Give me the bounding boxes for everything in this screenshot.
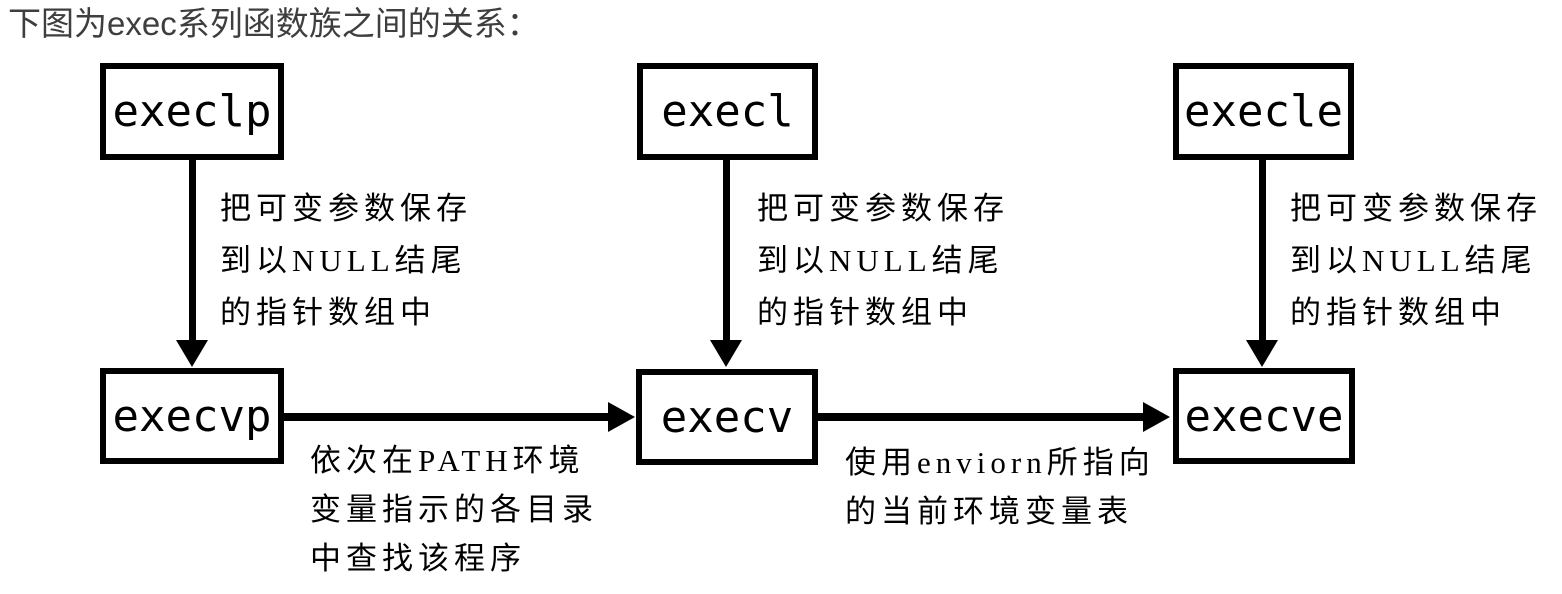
edge-label-line: 把可变参数保存 [220,191,472,226]
arrowhead-right-icon [1143,402,1170,432]
arrowhead-down-icon [176,340,208,367]
edge-label-line: 变量指示的各目录 [310,492,598,527]
edge-label-execlp-execvp: 把可变参数保存 到以NULL结尾 的指针数组中 [220,183,472,339]
edge-label-line: 的当前环境变量表 [845,494,1133,529]
arrowhead-right-icon [608,402,635,432]
node-execvp-label: execvp [112,390,272,442]
arrowhead-down-icon [1246,340,1278,367]
node-execle-label: execle [1184,86,1343,137]
node-execv-label: execv [660,391,794,443]
arrow-shaft [189,160,196,342]
edge-label-line: 的指针数组中 [757,295,973,330]
arrow-shaft [818,413,1144,421]
edge-label-execv-execve: 使用enviorn所指向 的当前环境变量表 [845,438,1155,536]
arrow-shaft [284,413,610,421]
node-execvp: execvp [100,368,284,464]
arrowhead-down-icon [710,340,742,367]
edge-label-line: 把可变参数保存 [1290,191,1542,226]
edge-label-line: 的指针数组中 [1290,295,1506,330]
edge-label-execvp-execv: 依次在PATH环境 变量指示的各目录 中查找该程序 [310,436,598,583]
edge-label-line: 到以NULL结尾 [220,243,467,278]
edge-label-line: 依次在PATH环境 [310,443,585,478]
node-execlp: execlp [100,63,284,160]
edge-label-line: 到以NULL结尾 [757,243,1004,278]
edge-label-line: 把可变参数保存 [757,191,1009,226]
node-execl-label: execl [661,86,794,137]
edge-label-execl-execv: 把可变参数保存 到以NULL结尾 的指针数组中 [757,183,1009,339]
edge-label-execle-execve: 把可变参数保存 到以NULL结尾 的指针数组中 [1290,183,1542,339]
node-execve-label: execve [1184,390,1344,442]
node-execve: execve [1173,368,1355,464]
node-execv: execv [636,369,818,465]
node-execlp-label: execlp [112,86,272,137]
node-execle: execle [1173,63,1354,160]
node-execl: execl [637,63,818,160]
edge-label-line: 到以NULL结尾 [1290,243,1537,278]
arrow-shaft [1259,160,1266,342]
edge-label-line: 的指针数组中 [220,295,436,330]
edge-label-line: 使用enviorn所指向 [845,445,1155,480]
edge-label-line: 中查找该程序 [310,541,526,576]
page-title: 下图为exec系列函数族之间的关系： [8,5,540,42]
arrow-shaft [723,160,730,342]
